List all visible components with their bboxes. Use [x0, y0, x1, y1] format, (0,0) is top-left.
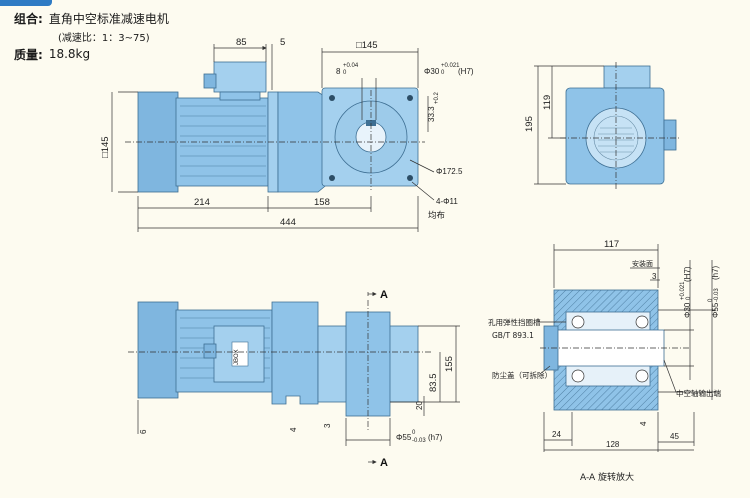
svg-text:(H7): (H7)	[458, 67, 474, 76]
svg-text:0: 0	[441, 70, 445, 76]
dim-155: 155	[444, 356, 455, 372]
ring-groove-label: 孔用弹性挡圈槽	[488, 317, 541, 327]
dim-5: 5	[280, 37, 285, 48]
dim-145-side: □145	[100, 136, 111, 158]
dust-cover-label: 防尘盖（可拆除）	[492, 370, 552, 380]
dim-3a: 3	[323, 423, 332, 428]
dim-214: 214	[194, 197, 210, 208]
side-terminal-box	[603, 65, 651, 89]
mass-value: 18.8kg	[48, 47, 91, 61]
mass-label: 质量:	[14, 47, 43, 62]
dim-3b: 3	[652, 272, 657, 281]
dim-172: Φ172.5	[436, 167, 463, 176]
dim-195: 195	[524, 116, 535, 132]
combo-label: 组合:	[14, 11, 43, 26]
motor-end-cap-b	[137, 301, 179, 399]
dim-4b: 4	[639, 421, 648, 426]
svg-text:-0.03: -0.03	[412, 438, 426, 444]
front-view-top: 85 5 □145 8 +0.04 0 Φ30 +0.021 0 (H7) 33…	[100, 37, 474, 232]
dim-4a: 4	[289, 427, 298, 432]
svg-text:(H7): (H7)	[683, 266, 692, 282]
side-view-top: 119 195	[524, 62, 680, 190]
svg-text:(h7): (h7)	[711, 265, 720, 280]
svg-text:(h7): (h7)	[428, 433, 443, 442]
dim-8: 8	[336, 67, 341, 76]
terminal-box	[213, 61, 267, 93]
cable-gland	[203, 73, 217, 89]
dim-55b: Φ55	[711, 302, 720, 318]
dim-30: Φ30	[424, 67, 440, 76]
dim-45: 45	[670, 432, 679, 441]
dim-55: Φ55	[396, 433, 412, 442]
section-caption: A-A 旋转放大	[580, 471, 634, 483]
jbox-label: JBOX	[234, 349, 240, 365]
section-view: 117 安装面 3 Φ30 +0.021 0 (H7) Φ55 0 -0.03 …	[488, 239, 721, 483]
gear-housing-b	[271, 301, 319, 405]
dim-33: 33.3	[427, 106, 436, 122]
svg-text:-0.03: -0.03	[714, 288, 720, 302]
dim-20: 20	[415, 401, 424, 410]
corner-tab	[0, 0, 52, 6]
install-face: 安装面	[632, 259, 653, 268]
svg-text:+0.021: +0.021	[680, 281, 686, 300]
shaft-outlet-label: 中空轴输出端	[676, 388, 721, 398]
section-a-bottom: A	[380, 457, 388, 469]
dim-24: 24	[552, 430, 561, 439]
gb-standard: GB/T 893.1	[492, 331, 534, 340]
svg-text:0: 0	[708, 298, 714, 302]
section-a-top: A	[380, 289, 388, 301]
ratio-text: (减速比：1：3~75)	[58, 32, 150, 44]
dim-4-11: 4-Φ11	[436, 197, 458, 206]
svg-text:0: 0	[343, 70, 347, 76]
dim-85: 85	[236, 37, 247, 48]
svg-text:0: 0	[412, 430, 416, 436]
dim-119: 119	[542, 95, 553, 110]
front-view-bottom: JBOX A A 155 83.5 20 6 4 3 Φ55 0 -0.03 (…	[128, 289, 460, 469]
dim-444: 444	[280, 217, 296, 228]
svg-text:0: 0	[686, 296, 692, 300]
dim-145-top: □145	[356, 40, 378, 51]
combo-value: 直角中空标准减速电机	[48, 11, 169, 26]
dim-6: 6	[139, 429, 148, 434]
dim-8-tol: +0.04	[343, 63, 359, 69]
dim-158: 158	[314, 197, 330, 208]
svg-text:+0.2: +0.2	[434, 91, 440, 104]
dim-128: 128	[606, 440, 620, 449]
junbu-text: 均布	[428, 210, 445, 221]
dim-117: 117	[604, 239, 619, 250]
svg-text:+0.021: +0.021	[441, 63, 460, 69]
spec-header: 组合: 直角中空标准减速电机 (减速比：1：3~75) 质量: 18.8kg	[14, 8, 169, 64]
dim-835: 83.5	[428, 374, 439, 393]
